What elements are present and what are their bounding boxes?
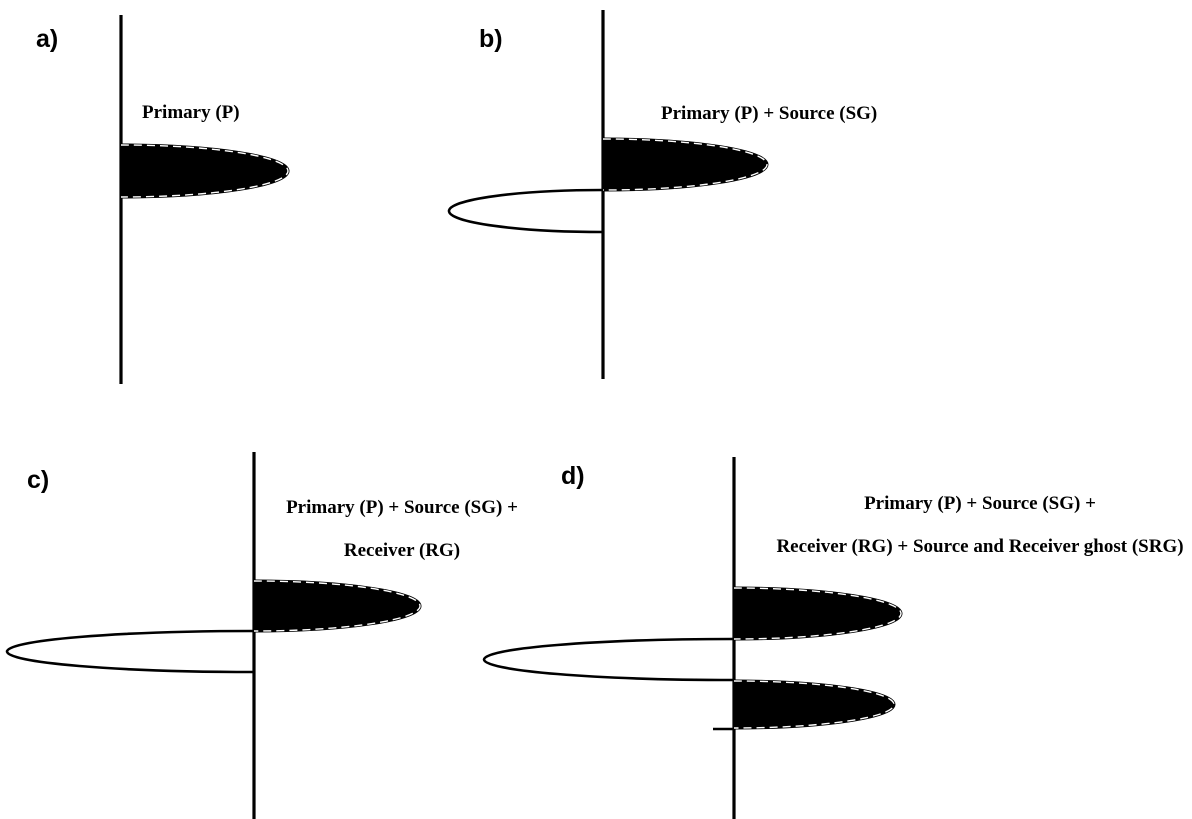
- panel-d-primary-lobe-inset-dash: [733, 587, 902, 640]
- panel-c-title-line2: Receiver (RG): [343, 540, 461, 561]
- panel-b-ghost-lobe: [447, 188, 604, 234]
- panel-d-letter: d): [561, 462, 585, 490]
- panel-c-primary-lobe: [252, 579, 422, 633]
- panel-d-title: Primary (P) + Source (SG) + Receiver (RG…: [765, 482, 1192, 568]
- panel-d-srg-lobe: [732, 679, 896, 730]
- panel-c-primary-lobe-inset-dash: [253, 580, 421, 632]
- panel-b-title: Primary (P) + Source (SG): [661, 92, 877, 135]
- panel-c-title: Primary (P) + Source (SG) + Receiver (RG…: [270, 486, 534, 572]
- panel-b-title-line1: Primary (P) + Source (SG): [661, 103, 878, 124]
- panel-d-title-line2: Receiver (RG) + Source and Receiver ghos…: [776, 536, 1184, 557]
- panel-a-title-line1: Primary (P): [142, 102, 240, 123]
- panel-d-primary-lobe: [732, 586, 903, 641]
- panel-a-letter: a): [36, 25, 59, 53]
- panel-a-primary-lobe: [119, 143, 290, 199]
- panel-a-title: Primary (P): [142, 91, 240, 134]
- panel-c-title-line1: Primary (P) + Source (SG) +: [286, 497, 518, 518]
- panel-d-ghost-lobe: [482, 637, 735, 682]
- panel-d-title-line1: Primary (P) + Source (SG) +: [864, 493, 1096, 514]
- panel-b-primary-lobe: [601, 137, 769, 192]
- panel-c-ghost-lobe: [5, 629, 255, 674]
- panel-a-primary-lobe-inset-dash: [120, 144, 289, 198]
- panel-b-letter: b): [479, 25, 503, 53]
- panel-b-primary-lobe-inset-dash: [602, 138, 768, 191]
- panel-c-letter: c): [27, 466, 50, 494]
